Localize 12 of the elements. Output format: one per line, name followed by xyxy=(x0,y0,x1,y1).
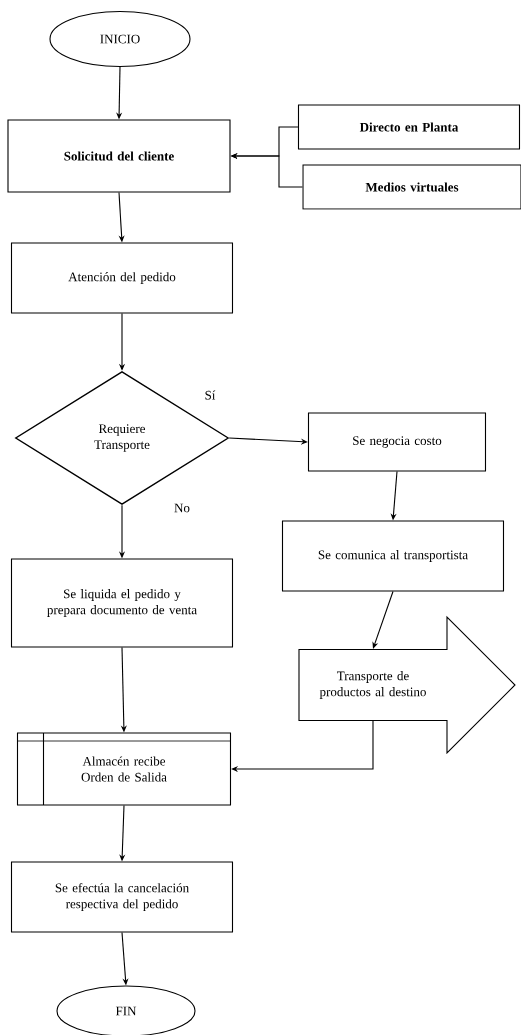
process-box: Se negocia costo xyxy=(307,412,487,472)
process-box: Directo en Planta xyxy=(297,104,521,150)
subprocess-box: Almacén recibe Orden de Salida xyxy=(16,732,232,806)
arrow xyxy=(372,591,394,649)
process-box: Atención del pedido xyxy=(10,242,234,314)
process-box: Se efectúa la cancelación respectiva del pedido xyxy=(10,861,234,933)
process-box: Medios virtuales xyxy=(302,164,521,210)
process-box: Se liquida el pedido y prepara documento de venta xyxy=(10,558,234,648)
edge-label: Sí xyxy=(203,389,217,401)
arrow xyxy=(231,720,374,773)
process-box: Se comunica al transportista xyxy=(281,520,505,592)
process-box: Solicitud del cliente xyxy=(7,119,231,193)
